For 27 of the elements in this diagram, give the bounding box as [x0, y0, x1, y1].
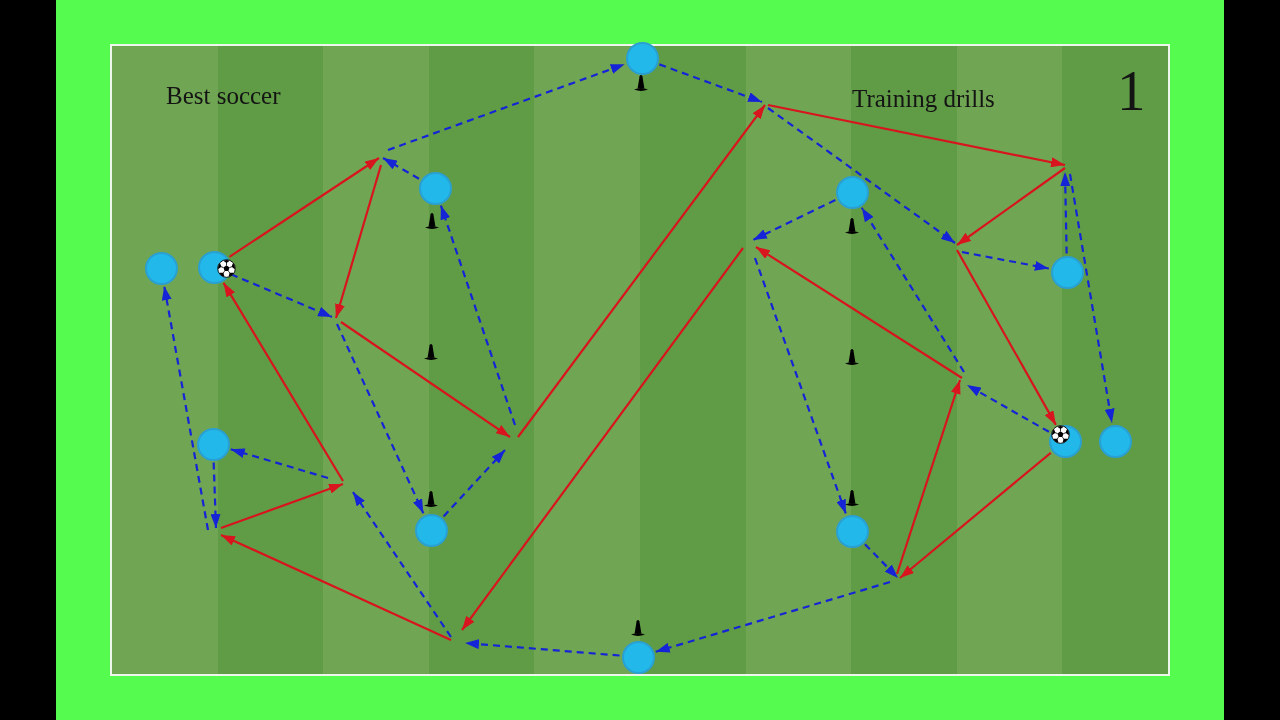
dashed-arrow — [230, 273, 333, 318]
heading-text: Training drills — [852, 86, 995, 111]
dashed-arrow — [864, 543, 899, 579]
dashed-arrow — [161, 286, 210, 531]
dashed-arrow — [966, 384, 1050, 433]
dashed-arrow — [442, 449, 506, 518]
dashed-arrow — [752, 199, 836, 241]
dashed-arrow — [387, 63, 625, 152]
dashed-arrow — [230, 448, 329, 480]
arrow — [228, 157, 380, 258]
dashed-arrow — [961, 250, 1050, 271]
dashed-arrow — [1060, 171, 1071, 254]
dashed-arrow — [1068, 173, 1115, 423]
dashed-arrow — [336, 323, 425, 514]
dashed-arrow — [659, 63, 763, 104]
dashed-arrow — [860, 207, 965, 373]
dashed-arrow — [210, 462, 221, 529]
arrow — [222, 282, 344, 482]
dashed-arrow — [382, 157, 420, 180]
drill-number: 1 — [1117, 62, 1146, 119]
dashed-arrow — [655, 580, 891, 653]
dashed-arrow — [464, 639, 620, 657]
arrow — [899, 451, 1052, 579]
arrow — [956, 249, 1057, 426]
dashed-arrow — [439, 205, 517, 426]
heading-text: Best soccer — [166, 83, 281, 108]
dashed-arrow — [753, 257, 847, 514]
